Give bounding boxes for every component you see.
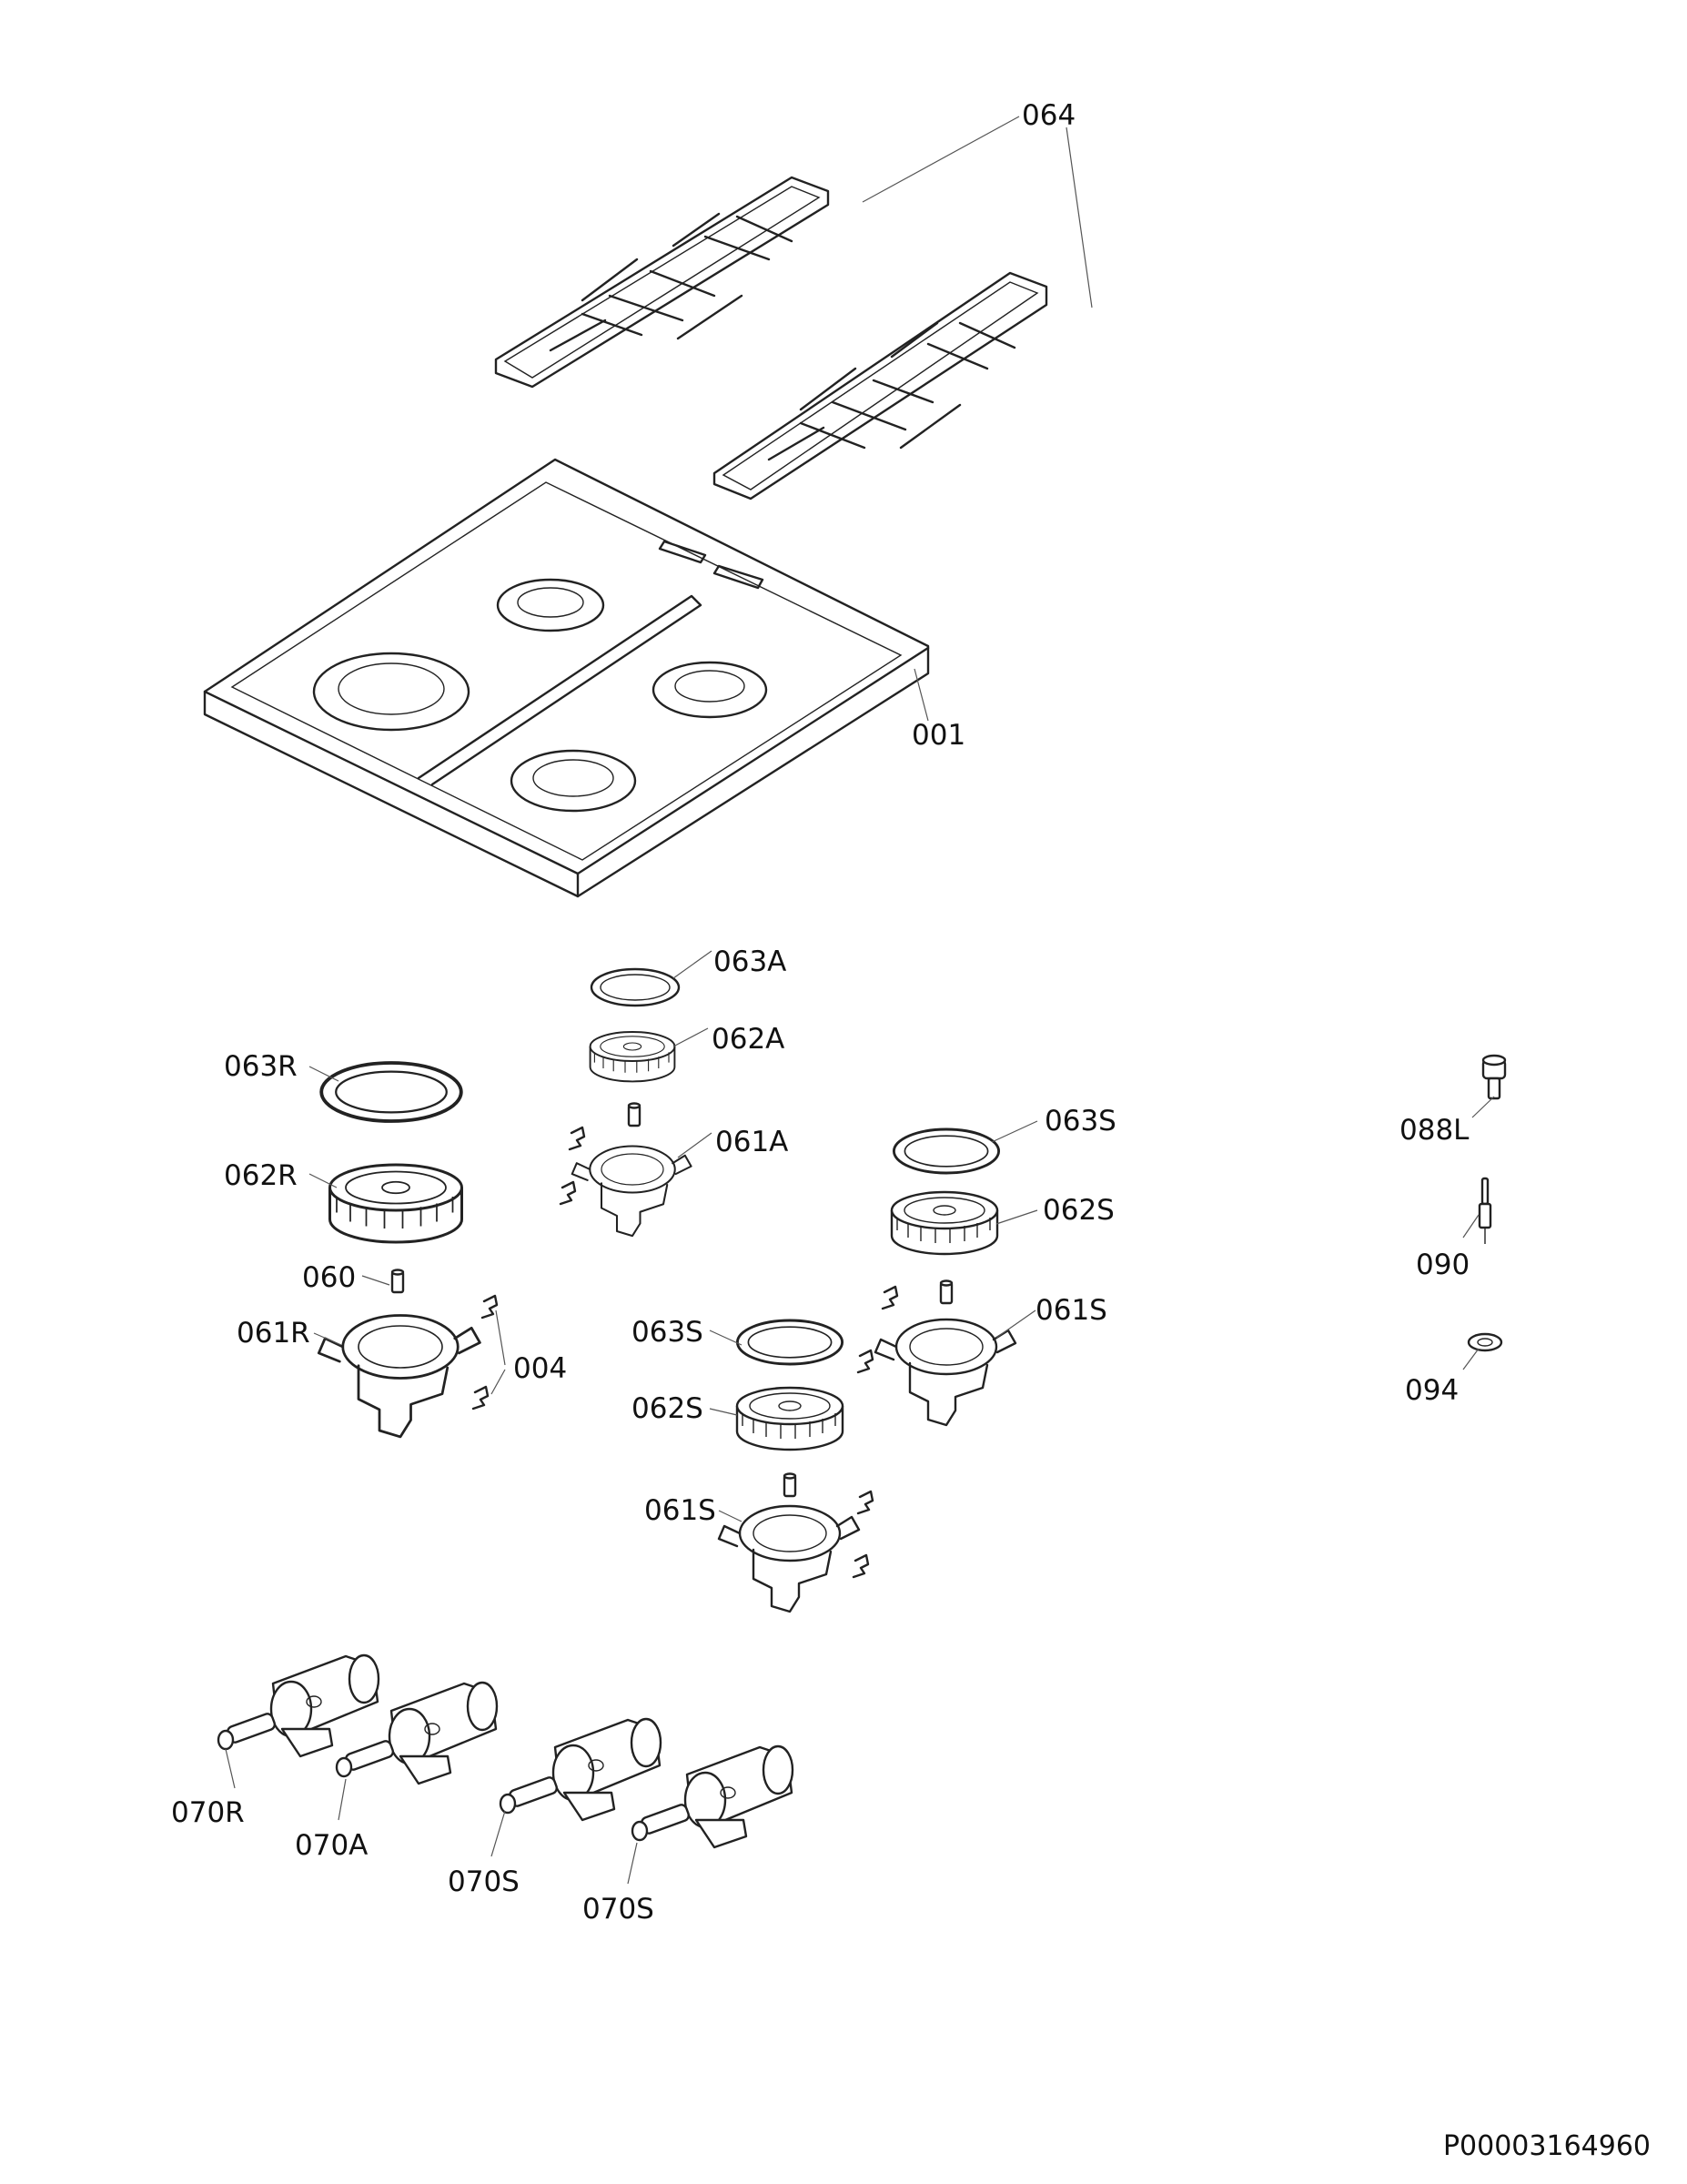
gas-valve-semi-1 (499, 1717, 662, 1822)
clip-semi-right-1 (881, 1285, 899, 1310)
burner-crown-aux (589, 1031, 676, 1083)
burner-cap-aux (590, 967, 681, 1007)
label-001: 001 (912, 719, 965, 752)
injector-aux (627, 1102, 641, 1127)
clip-rapid-1 (480, 1294, 499, 1320)
label-062S-centre: 062S (631, 1392, 703, 1425)
injector-rapid (390, 1269, 405, 1294)
pan-support-right (712, 271, 1048, 500)
clip-rapid-2 (471, 1385, 490, 1410)
label-070S-2: 070S (582, 1893, 654, 1926)
label-063R: 063R (224, 1050, 298, 1083)
clip-semi-centre-1 (856, 1490, 874, 1515)
washer-part (1467, 1332, 1503, 1352)
label-088L: 088L (1399, 1114, 1470, 1147)
burner-cap-semi-centre (735, 1319, 844, 1366)
clip-semi-right-2 (856, 1349, 874, 1374)
label-004: 004 (513, 1352, 567, 1385)
label-061S-centre: 061S (644, 1494, 716, 1527)
document-id: P00003164960 (1443, 2130, 1651, 2162)
label-060: 060 (302, 1261, 356, 1294)
label-061R: 061R (237, 1317, 310, 1350)
knob-bush-part (1481, 1054, 1507, 1100)
leader-lines (225, 116, 1495, 1885)
burner-base-rapid (317, 1314, 481, 1439)
label-063A: 063A (713, 945, 786, 978)
clip-aux-1 (568, 1126, 586, 1151)
label-094: 094 (1405, 1374, 1459, 1407)
hob-top-panel (203, 458, 930, 898)
label-063S-centre: 063S (631, 1316, 703, 1349)
label-062A: 062A (712, 1023, 784, 1056)
burner-base-semi-centre (717, 1504, 861, 1613)
thermocouple-part (1478, 1177, 1492, 1244)
pan-support-left (494, 176, 830, 389)
label-070A: 070A (295, 1829, 368, 1862)
burner-cap-rapid (319, 1061, 463, 1123)
gas-valve-rapid (217, 1653, 380, 1758)
label-062R: 062R (224, 1159, 298, 1192)
burner-crown-rapid (328, 1163, 463, 1244)
label-070R: 070R (171, 1796, 245, 1829)
burner-crown-semi-centre (735, 1386, 844, 1451)
label-070S-1: 070S (448, 1866, 520, 1898)
injector-semi-centre (783, 1472, 797, 1498)
label-061A: 061A (715, 1126, 788, 1158)
injector-semi-right (939, 1279, 954, 1305)
burner-base-semi-right (874, 1318, 1017, 1427)
burner-crown-semi-right (890, 1190, 999, 1256)
clip-aux-2 (559, 1180, 577, 1206)
label-061S-right: 061S (1035, 1294, 1107, 1327)
clip-semi-centre-2 (852, 1553, 870, 1579)
label-062S-right: 062S (1043, 1194, 1115, 1227)
burner-cap-semi-right (892, 1127, 1001, 1175)
burner-base-aux (571, 1145, 692, 1238)
label-063S-right: 063S (1045, 1105, 1116, 1138)
label-064: 064 (1022, 99, 1076, 132)
label-090: 090 (1416, 1249, 1470, 1281)
